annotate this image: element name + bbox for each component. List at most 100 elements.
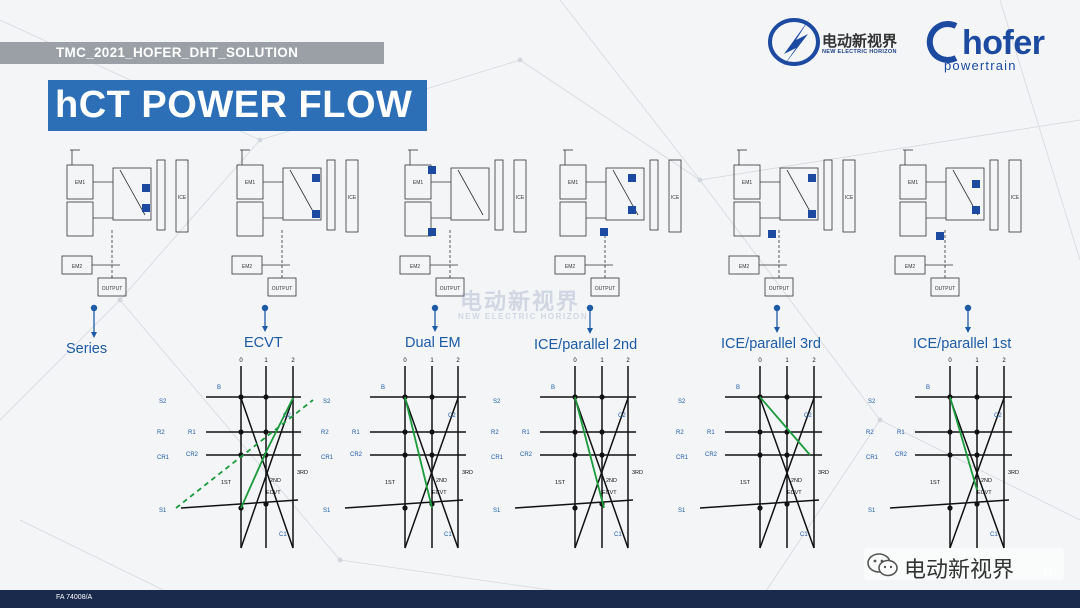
gear-box (559, 201, 587, 237)
lever-node (238, 429, 244, 435)
row-label-s1: S1 (493, 508, 501, 514)
lever-node (784, 394, 790, 400)
node-label-b: B (551, 385, 555, 391)
node-label-c2: C2 (618, 413, 626, 419)
lever-row-s1 (344, 499, 464, 509)
active-path (574, 396, 605, 509)
node-label-1st: 1ST (740, 480, 751, 486)
lever-node (974, 394, 980, 400)
mode-label: Dual EM (405, 335, 461, 351)
active-clutch-marker (428, 228, 436, 236)
axis-tick: 2 (812, 358, 816, 364)
axis-tick: 1 (785, 358, 789, 364)
lever-node (974, 429, 980, 435)
node-label-ecvt: ECVT (787, 490, 802, 496)
lever-row-s1 (180, 499, 299, 509)
active-clutch-marker (628, 174, 636, 182)
output-label: OUTPUT (595, 286, 616, 292)
node-label-b: B (926, 385, 930, 391)
em1-label: EM1 (568, 180, 579, 186)
lever-node (757, 505, 763, 511)
row-label-s1: S1 (868, 508, 876, 514)
node-label-2nd: 2ND (981, 478, 992, 484)
ice-label: ICE (516, 195, 525, 201)
row-label-cr2: CR2 (186, 452, 199, 458)
row-label-cr1: CR1 (321, 455, 334, 461)
row-label-cr2: CR2 (520, 452, 533, 458)
active-path (759, 396, 811, 456)
active-clutch-marker (808, 174, 816, 182)
output-label: OUTPUT (440, 286, 461, 292)
lever-node (238, 394, 244, 400)
lever-node (974, 501, 980, 507)
lever-node (947, 505, 953, 511)
ice-label: ICE (671, 195, 680, 201)
node-label-3rd: 3RD (297, 470, 308, 476)
page-title-box: hCT POWER FLOW (48, 80, 427, 131)
row-label-r2: R2 (321, 430, 329, 436)
row-label-r2: R2 (157, 430, 165, 436)
header-tag-band: TMC_2021_HOFER_DHT_SOLUTION (0, 42, 384, 64)
shaft (457, 169, 484, 216)
output-box (97, 277, 127, 297)
lever-row-s1 (889, 499, 1010, 509)
gear-box (66, 201, 94, 237)
node-label-c2: C2 (804, 413, 812, 419)
row-label-s1: S1 (678, 508, 686, 514)
ice-shaft-box (649, 159, 659, 231)
planetary-box (945, 167, 985, 221)
active-clutch-marker (312, 210, 320, 218)
node-label-c1: C1 (444, 532, 452, 538)
lever-diag (574, 397, 629, 549)
ice-box (345, 159, 359, 233)
node-label-2nd: 2ND (270, 478, 281, 484)
lever-node (402, 429, 408, 435)
shaft (119, 169, 146, 216)
footer-bar: FA 74008/A (0, 590, 1080, 608)
mode-connector-arrow (587, 328, 593, 334)
lever-diag (759, 397, 815, 549)
em2-label: EM2 (410, 264, 421, 270)
lever-node (947, 452, 953, 458)
row-label-cr1: CR1 (866, 455, 879, 461)
lever-node (599, 452, 605, 458)
row-label-r2: R2 (491, 430, 499, 436)
active-path (265, 397, 294, 453)
active-path (949, 396, 978, 491)
active-clutch-marker (600, 228, 608, 236)
lever-node (263, 429, 269, 435)
active-clutch-marker (808, 210, 816, 218)
shaft (289, 169, 316, 216)
row-label-r2: R2 (866, 430, 874, 436)
lever-row-s1 (514, 499, 634, 509)
node-label-3rd: 3RD (632, 470, 643, 476)
axis-tick: 2 (456, 358, 460, 364)
gear-box (236, 201, 264, 237)
mode-label: ECVT (244, 335, 283, 351)
em1-label: EM1 (75, 180, 86, 186)
output-box (435, 277, 465, 297)
mode-connector-arrow (774, 327, 780, 333)
axis-tick: 2 (291, 358, 295, 364)
wechat-icon (867, 553, 898, 577)
row-label-s2: S2 (868, 399, 876, 405)
active-clutch-marker (428, 166, 436, 174)
brand-logo-sub: powertrain (944, 58, 1017, 73)
node-label-2nd: 2ND (436, 478, 447, 484)
mode-label: ICE/parallel 1st (913, 336, 1012, 352)
axis-tick: 0 (573, 358, 577, 364)
partner-logo-icon (768, 18, 820, 68)
ice-box (842, 159, 856, 233)
gear-box (899, 201, 927, 237)
mode-label: Series (66, 341, 108, 357)
planetary-box (282, 167, 322, 221)
active-path (404, 396, 433, 509)
node-label-c2: C2 (448, 413, 456, 419)
lever-row-s1 (699, 499, 820, 509)
em2-label: EM2 (739, 264, 750, 270)
output-label: OUTPUT (769, 286, 790, 292)
